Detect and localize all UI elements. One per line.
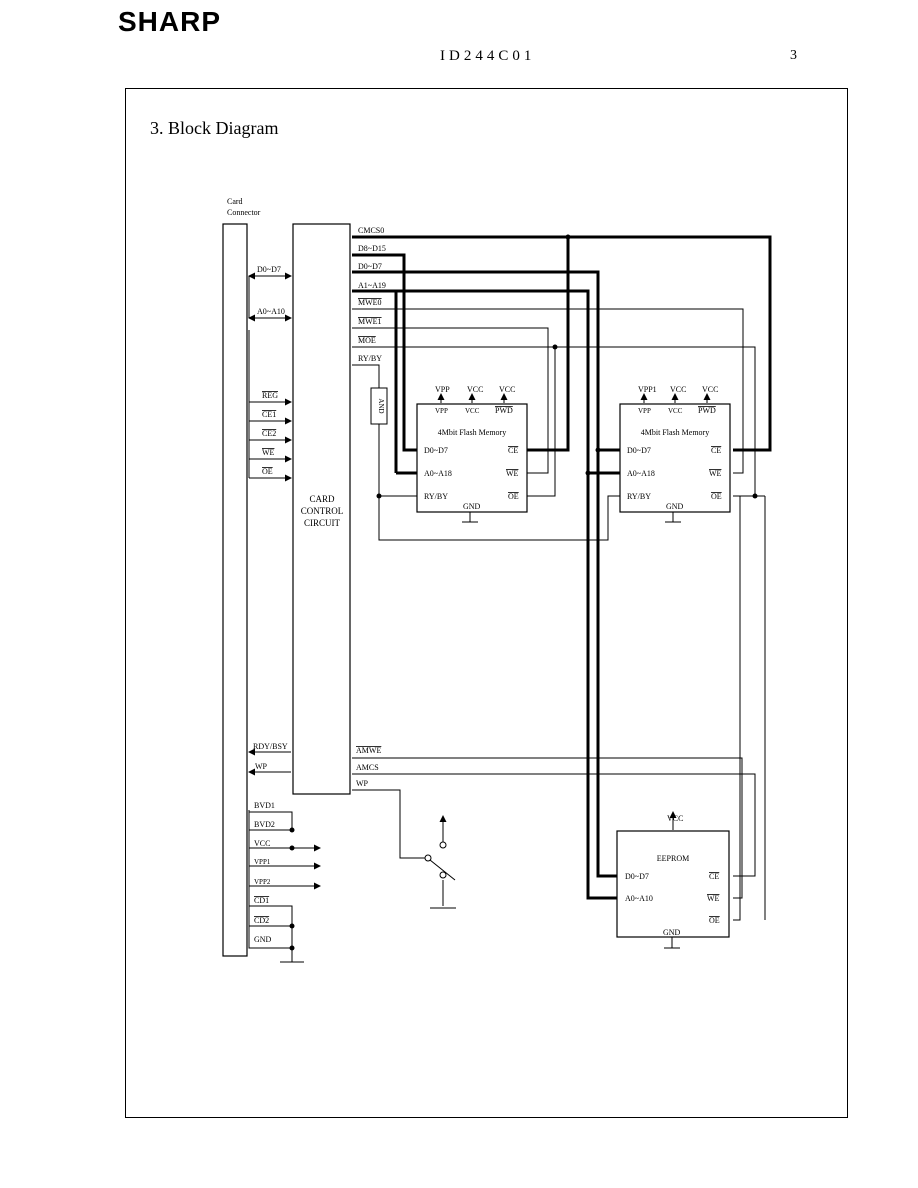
sig-cmcs0: CMCS0 (358, 226, 384, 235)
lower-left-lines (248, 748, 291, 776)
card-label: Card (227, 197, 243, 206)
sig-d0-d7: D0~D7 (358, 262, 382, 271)
flash1-pin-vpp: VPP (435, 407, 448, 415)
flash1-pin-addr: A0~A18 (424, 469, 452, 478)
sig-wp-right: WP (356, 779, 369, 788)
flash1-supply-vcc2: VCC (499, 385, 515, 394)
eeprom-pin-ce: CE (709, 872, 719, 881)
power-lines (248, 810, 321, 949)
flash1-pin-vcc: VCC (465, 407, 480, 415)
section-title: 3. Block Diagram (150, 118, 279, 138)
and-gate-label: AND (377, 398, 385, 413)
flash-supply-arrows (437, 393, 711, 403)
flash2-supply-vcc2: VCC (702, 385, 718, 394)
eeprom-pin-we: WE (707, 894, 720, 903)
left-signal-lines (248, 330, 292, 482)
thick-buses (352, 235, 772, 900)
connector-buses (248, 272, 292, 322)
flash2-supply-vcc1: VCC (670, 385, 686, 394)
ground-symbols (280, 512, 681, 963)
sig-mwe0: MWE0 (358, 298, 382, 307)
flash1-supply-vpp: VPP (435, 385, 450, 394)
flash1-pin-ryby: RY/BY (424, 492, 448, 501)
wp-switch (424, 815, 456, 881)
page-number: 3 (790, 48, 797, 63)
ccc-line3: CIRCUIT (304, 518, 341, 528)
flash2-title: 4Mbit Flash Memory (641, 428, 709, 437)
flash2-pin-ce: CE (711, 446, 721, 455)
sig-a1-a19: A1~A19 (358, 281, 386, 290)
card-control-circuit: CARD CONTROL CIRCUIT (292, 223, 351, 795)
flash1-pin-data: D0~D7 (424, 446, 448, 455)
sig-d8-d15: D8~D15 (358, 244, 386, 253)
flash2-gnd: GND (666, 502, 684, 511)
sig-oe: OE (262, 467, 273, 476)
bus-data-label: D0~D7 (257, 265, 281, 274)
flash2-pin-we: WE (709, 469, 722, 478)
card-connector: Card Connector (222, 197, 261, 957)
and-gate: AND (370, 387, 388, 425)
sig-mwe1: MWE1 (358, 317, 382, 326)
eeprom-pin-addr: A0~A10 (625, 894, 653, 903)
flash1-supply-vcc1: VCC (467, 385, 483, 394)
flash2-pin-addr: A0~A18 (627, 469, 655, 478)
sig-gnd: GND (254, 935, 272, 944)
eeprom: EEPROM VCC D0~D7 A0~A10 CE WE OE GND (616, 811, 730, 938)
sig-reg: REG (262, 391, 278, 400)
eeprom-pin-data: D0~D7 (625, 872, 649, 881)
flash2-supply-vpp1: VPP1 (638, 385, 657, 394)
ccc-line1: CARD (309, 494, 335, 504)
flash-memory-2: 4Mbit Flash Memory VPP1 VCC VCC VPP VCC … (619, 385, 731, 513)
sig-ce1: CE1 (262, 410, 276, 419)
flash2-pin-data: D0~D7 (627, 446, 651, 455)
diagram-frame (125, 88, 848, 1118)
document-id: ID244C01 (440, 48, 536, 64)
flash1-pin-ce: CE (508, 446, 518, 455)
eeprom-title: EEPROM (657, 854, 689, 863)
sig-we: WE (262, 448, 275, 457)
sig-vcc: VCC (254, 839, 270, 848)
sig-vpp2: VPP2 (254, 878, 271, 886)
sig-moe: MOE (358, 336, 376, 345)
connector-label: Connector (227, 208, 261, 217)
eeprom-gnd: GND (663, 928, 681, 937)
thin-control-lines (352, 308, 766, 921)
sig-ce2: CE2 (262, 429, 276, 438)
flash1-gnd: GND (463, 502, 481, 511)
flash2-pin-oe: OE (711, 492, 722, 501)
flash2-pin-vpp: VPP (638, 407, 651, 415)
flash1-pin-pwd: PWD (495, 406, 513, 415)
eeprom-supply: VCC (667, 814, 683, 823)
sig-cd2: CD2 (254, 916, 269, 925)
flash2-pin-ryby: RY/BY (627, 492, 651, 501)
flash1-pin-we: WE (506, 469, 519, 478)
sig-bvd2: BVD2 (254, 820, 275, 829)
sig-rdy-bsy: RDY/BSY (253, 742, 288, 751)
sharp-logo: SHARP (118, 6, 222, 37)
sig-vpp1: VPP1 (254, 858, 271, 866)
flash1-pin-oe: OE (508, 492, 519, 501)
sig-amwe: AMWE (356, 746, 381, 755)
sig-amcs: AMCS (356, 763, 379, 772)
sig-cd1: CD1 (254, 896, 269, 905)
flash1-title: 4Mbit Flash Memory (438, 428, 506, 437)
bus-addr-label: A0~A10 (257, 307, 285, 316)
flash-memory-1: 4Mbit Flash Memory VPP VCC VCC VPP VCC P… (416, 385, 528, 513)
flash2-pin-pwd: PWD (698, 406, 716, 415)
junction-dots (289, 234, 758, 951)
flash2-pin-vcc: VCC (668, 407, 683, 415)
eeprom-pin-oe: OE (709, 916, 720, 925)
ccc-line2: CONTROL (301, 506, 344, 516)
sig-wp-left: WP (255, 762, 268, 771)
sig-bvd1: BVD1 (254, 801, 275, 810)
sig-ry-by: RY/BY (358, 354, 382, 363)
